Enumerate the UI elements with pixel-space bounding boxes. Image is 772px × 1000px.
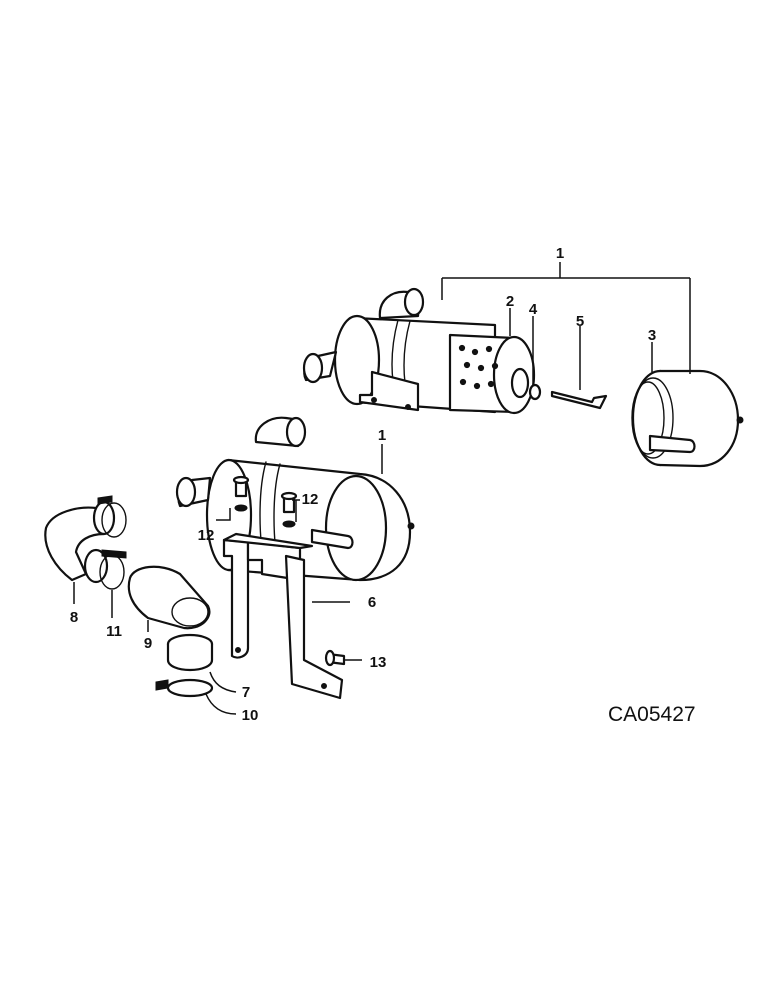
callout-4: 4	[529, 301, 538, 318]
callout-12-right: 12	[302, 491, 319, 508]
bolts-and-washers	[232, 475, 298, 528]
callout-2: 2	[506, 293, 514, 310]
callouts: 1 2 4 5 3 1 12 12 6 8 11 9 13 7 10	[70, 245, 656, 724]
callout-13: 13	[370, 654, 387, 671]
callout-12-left: 12	[198, 527, 215, 544]
drawing-code: CA05427	[608, 703, 696, 726]
air-cleaner-assembly-exploded	[302, 287, 744, 468]
callout-7: 7	[242, 684, 250, 701]
bolt	[324, 649, 346, 667]
mounting-bracket	[222, 532, 344, 700]
leader-lines	[73, 262, 691, 715]
callout-3: 3	[648, 327, 656, 344]
band-and-clamp	[155, 633, 214, 698]
callout-5: 5	[576, 313, 584, 330]
callout-11: 11	[106, 623, 122, 640]
hose-elbow	[44, 500, 116, 584]
callout-10: 10	[242, 707, 259, 724]
callout-6: 6	[368, 594, 376, 611]
callout-1-upper: 1	[556, 245, 564, 262]
callout-1-middle: 1	[378, 427, 386, 444]
rubber-adapter	[127, 565, 211, 630]
callout-8: 8	[70, 609, 78, 626]
hose-clamps	[97, 495, 127, 590]
callout-9: 9	[144, 635, 152, 652]
